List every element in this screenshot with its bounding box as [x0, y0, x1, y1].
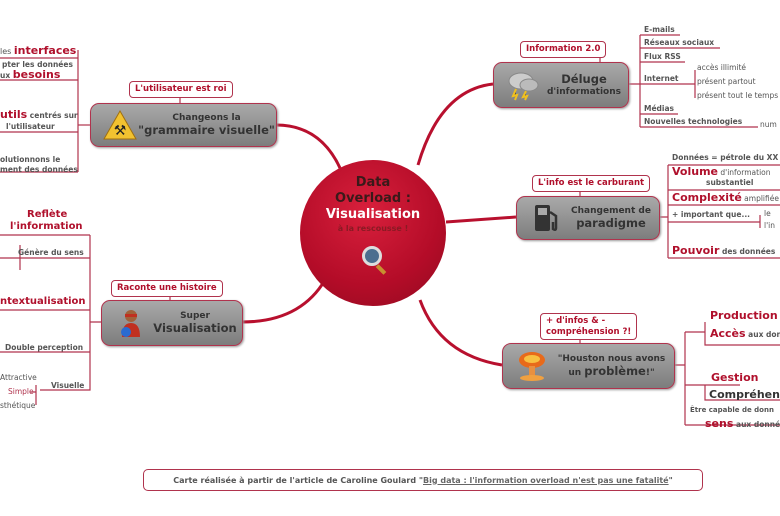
- leaf-double-perception: Double perception: [5, 343, 84, 352]
- source-caption: Carte réalisée à partir de l'article de …: [143, 469, 703, 491]
- leaf-esthetique: sthétique: [0, 401, 36, 410]
- leaf-nouvelles-tech: Nouvelles technologies: [644, 117, 743, 126]
- leaf-flux-rss: Flux RSS: [644, 52, 681, 61]
- explosion-icon: [519, 352, 545, 381]
- construction-sign-icon: ⚒: [103, 109, 137, 140]
- leaf-donnees: ment des données: [0, 165, 78, 174]
- center-line1: Data: [355, 175, 391, 190]
- leaf-acces-illimite: accès illimité: [697, 63, 747, 72]
- callout-utilisateur-roi: L'utilisateur est roi: [129, 81, 233, 98]
- leaf-sens: sens aux donné: [705, 417, 780, 430]
- center-line4: à la rescousse !: [337, 224, 409, 233]
- svg-text:⚒: ⚒: [114, 123, 127, 139]
- leaf-present-partout: présent partout: [697, 77, 756, 86]
- deluge-line2: d'informations: [546, 86, 621, 97]
- center-line2: Overload :: [335, 191, 411, 206]
- callout-raconte-histoire: Raconte une histoire: [111, 280, 223, 297]
- leaf-adapter: pter les données: [2, 60, 73, 69]
- leaf-utilisateur: l'utilisateur: [6, 122, 55, 131]
- central-topic[interactable]: Data Overload : Visualisation à la resco…: [300, 160, 446, 306]
- leaf-attractive: Attractive: [0, 373, 37, 382]
- leaf-genere-sens: Génère du sens: [18, 248, 84, 257]
- leaf-production: Production d: [710, 309, 778, 322]
- leaf-internet: Internet: [644, 74, 679, 83]
- leaf-reseaux: Réseaux sociaux: [644, 38, 715, 47]
- magnifier-icon: [362, 246, 382, 266]
- leaf-complexite: Complexité amplifiée: [672, 191, 779, 204]
- leaf-acces: Accès aux don: [710, 327, 780, 340]
- leaf-numerique: num: [760, 120, 777, 129]
- leaf-comprehension: Compréhens: [709, 388, 780, 401]
- leaf-reflete: Reflète: [27, 209, 68, 220]
- center-line3: Visualisation: [325, 207, 421, 222]
- leaf-substantiel: substantiel: [706, 178, 754, 187]
- leaf-present-temps: présent tout le temps: [697, 91, 779, 100]
- callout-infos-comprehension: + d'infos & -compréhension ?!: [540, 313, 638, 341]
- leaf-interfaces: les interfaces: [0, 44, 77, 57]
- leaf-outils: utils centrés sur: [0, 108, 78, 121]
- leaf-emails: E-mails: [644, 25, 675, 34]
- leaf-revolutionnons: olutionnons le: [0, 155, 61, 164]
- leaf-etre-capable: Être capable de donn: [690, 406, 774, 414]
- grammaire-line2: "grammaire visuelle": [138, 122, 275, 137]
- leaf-important: + important que...: [672, 210, 751, 219]
- grammaire-line1: Changeons la: [172, 112, 241, 123]
- leaf-important-1: le: [764, 209, 771, 218]
- storm-cloud-icon: [508, 72, 539, 101]
- leaf-besoins: ux besoins: [0, 68, 61, 81]
- deluge-line1: Déluge: [561, 71, 607, 86]
- leaf-visuelle: Visuelle: [51, 381, 85, 390]
- houston-line2: un problème!": [568, 363, 655, 378]
- leaf-important-2: l'in: [764, 221, 775, 230]
- leaf-gestion: Gestion: [711, 371, 759, 384]
- leaf-medias: Médias: [644, 104, 675, 113]
- paradigme-line2: paradigme: [576, 215, 646, 230]
- houston-line1: "Houston nous avons: [557, 353, 666, 364]
- leaf-contextualisation: ntextualisation: [0, 296, 86, 307]
- super-line2: Visualisation: [153, 320, 237, 335]
- superhero-icon: [121, 310, 140, 337]
- paradigme-line1: Changement de: [571, 205, 651, 216]
- callout-carburant: L'info est le carburant: [532, 175, 651, 192]
- leaf-simple: Simple: [8, 387, 34, 396]
- leaf-petrole: Données = pétrole du XX: [672, 153, 779, 162]
- node-grammaire-visuelle[interactable]: ⚒ Changeons la"grammaire visuelle": [90, 103, 277, 147]
- callout-information-2: Information 2.0: [520, 41, 607, 58]
- fuel-pump-icon: [535, 205, 558, 232]
- article-link[interactable]: Big data : l'information overload n'est …: [423, 475, 669, 485]
- leaf-pouvoir: Pouvoir des données: [672, 244, 776, 257]
- leaf-information: l'information: [10, 221, 83, 232]
- super-line1: Super: [180, 310, 210, 321]
- leaf-volume: Volume d'information: [672, 165, 771, 178]
